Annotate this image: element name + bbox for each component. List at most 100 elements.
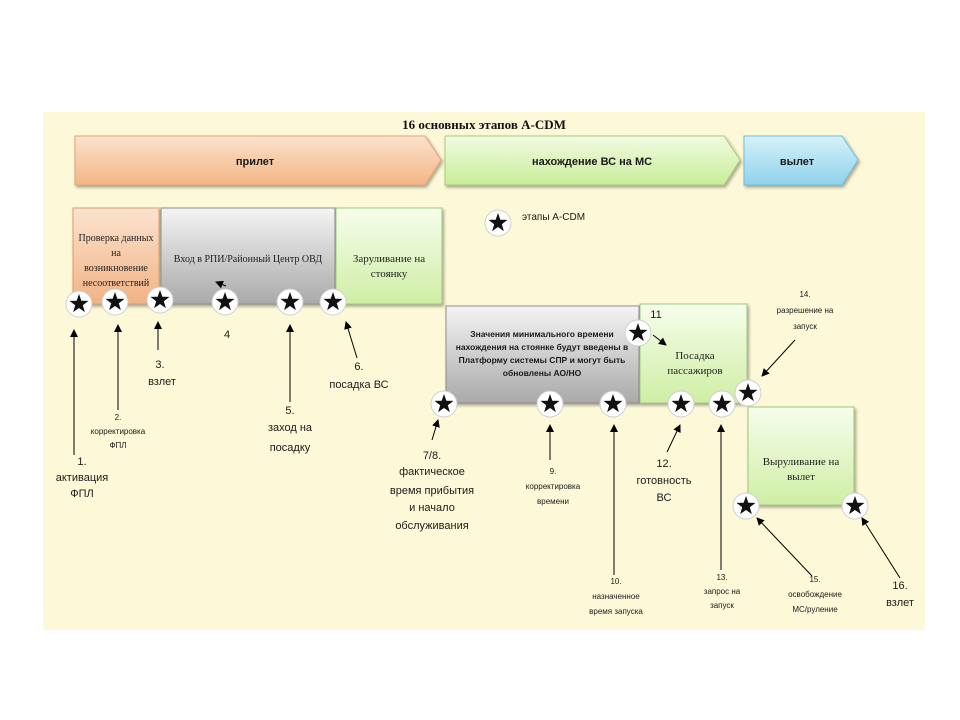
milestone-13-number: 13. xyxy=(716,573,727,582)
milestone-15-line2: МС/руление xyxy=(792,605,838,614)
milestone-14-line1: разрешение на xyxy=(777,306,834,315)
milestone-14-number: 14. xyxy=(799,290,810,299)
milestone-arrows xyxy=(70,280,901,579)
milestone-7-8: 7/8. фактическое время прибытия и начало… xyxy=(390,450,474,532)
milestone-6-number: 6. xyxy=(354,361,363,373)
diagram-title: 16 основных этапов A-CDM xyxy=(402,117,566,132)
milestone-4-number: 4 xyxy=(224,329,230,341)
milestone-7-8-line1: фактическое xyxy=(399,466,465,478)
milestone-15-number: 15. xyxy=(809,575,820,584)
star-icon xyxy=(708,390,736,418)
milestone-6: 6. посадка ВС xyxy=(329,361,388,391)
milestone-7-8-line3: и начало xyxy=(409,502,455,514)
milestone-10-line1: назначенное xyxy=(592,592,640,601)
box-boarding xyxy=(639,303,748,404)
milestone-4: 4 xyxy=(224,329,230,341)
box-min-turnaround-line2: нахождения на стоянке будут введены в xyxy=(456,342,628,352)
star-icon xyxy=(841,492,869,520)
star-icon xyxy=(319,288,347,316)
milestone-14-line2: запуск xyxy=(793,322,817,331)
milestone-7-8-line2: время прибытия xyxy=(390,485,474,497)
star-icon xyxy=(211,288,239,316)
box-data-check xyxy=(72,207,160,305)
milestone-2-line1: корректировка xyxy=(91,427,146,436)
box-taxi-out-line2: вылет xyxy=(787,471,815,483)
box-boarding-line2: пассажиров xyxy=(667,365,722,377)
legend-star-icon xyxy=(484,209,512,237)
milestone-2-number: 2. xyxy=(115,413,122,422)
milestone-13: 13. запрос на запуск xyxy=(704,573,741,610)
star-icon xyxy=(599,390,627,418)
legend-label: этапы A-CDM xyxy=(522,212,585,223)
milestone-6-line1: посадка ВС xyxy=(329,379,388,391)
box-data-check-line1: Проверка данных xyxy=(79,233,154,244)
milestone-1-line2: ФПЛ xyxy=(70,488,94,500)
phase-arrival xyxy=(74,135,442,186)
milestone-12: 12. готовность ВС xyxy=(637,458,692,504)
milestone-15-line1: освобождение xyxy=(788,590,842,599)
milestone-7-8-number: 7/8. xyxy=(423,450,441,462)
milestone-13-line1: запрос на xyxy=(704,587,741,596)
milestone-10-number: 10. xyxy=(610,577,621,586)
milestone-2-line2: ФПЛ xyxy=(109,441,126,450)
milestone-1: 1. активация ФПЛ xyxy=(56,456,109,500)
box-data-check-line3: возникновение xyxy=(84,263,148,274)
milestone-10-line2: время запуска xyxy=(589,607,643,616)
milestone-5: 5. заход на посадку xyxy=(268,405,313,454)
star-icon xyxy=(536,390,564,418)
box-min-turnaround-line4: обновлены АО/НО xyxy=(503,368,582,378)
milestone-9-line1: корректировка xyxy=(526,482,581,491)
milestone-5-number: 5. xyxy=(285,405,294,417)
star-icon xyxy=(276,288,304,316)
milestone-9: 9. корректировка времени xyxy=(526,467,581,506)
milestone-5-line1: заход на xyxy=(268,422,313,434)
milestone-3-line1: взлет xyxy=(148,376,176,388)
milestone-12-line2: ВС xyxy=(657,492,672,504)
milestone-9-line2: времени xyxy=(537,497,569,506)
milestone-14: 14. разрешение на запуск xyxy=(777,290,834,331)
box-taxi-out xyxy=(747,406,855,506)
milestone-11-number: 11 xyxy=(650,309,661,321)
box-data-check-line2: на xyxy=(111,248,121,259)
phase-arrival-label: прилет xyxy=(236,156,275,168)
milestone-1-number: 1. xyxy=(77,456,86,468)
milestone-5-line2: посадку xyxy=(270,442,311,454)
box-fir-entry-label: Вход в РПИ/Районный Центр ОВД xyxy=(174,254,323,265)
phase-departure-label: вылет xyxy=(780,156,815,168)
box-min-turnaround xyxy=(445,305,640,404)
milestone-16-line1: взлет xyxy=(886,597,914,609)
box-taxi-in-line1: Заруливание на xyxy=(353,253,425,265)
milestone-2: 2. корректировка ФПЛ xyxy=(91,413,146,450)
star-icon xyxy=(101,288,129,316)
star-icon xyxy=(146,286,174,314)
milestone-10: 10. назначенное время запуска xyxy=(589,577,643,616)
milestone-15: 15. освобождение МС/руление xyxy=(788,575,842,614)
milestone-11: 11 xyxy=(650,309,661,321)
milestone-16-number: 16. xyxy=(892,580,907,592)
star-icon xyxy=(65,290,93,318)
milestone-12-line1: готовность xyxy=(637,475,692,487)
phase-stand-label: нахождение ВС на МС xyxy=(532,156,652,168)
box-boarding-line1: Посадка xyxy=(675,350,714,362)
box-taxi-in xyxy=(335,207,443,305)
milestone-7-8-line4: обслуживания xyxy=(395,520,468,532)
star-icon xyxy=(430,390,458,418)
milestone-16: 16. взлет xyxy=(886,580,914,609)
star-icon xyxy=(734,379,762,407)
phase-departure xyxy=(743,135,859,186)
box-min-turnaround-line1: Значения минимального времени xyxy=(470,329,613,339)
box-fir-entry xyxy=(160,207,336,305)
milestone-1-line1: активация xyxy=(56,472,109,484)
phase-stand xyxy=(444,135,741,186)
milestone-13-line2: запуск xyxy=(710,601,734,610)
box-data-check-line4: несоответствий xyxy=(83,278,150,289)
box-taxi-in-line2: стоянку xyxy=(371,268,408,280)
star-icon xyxy=(667,390,695,418)
milestone-3-number: 3. xyxy=(155,359,164,371)
milestone-12-number: 12. xyxy=(656,458,671,470)
star-icon xyxy=(624,319,652,347)
box-min-turnaround-line3: Платформу системы СПР и могут быть xyxy=(459,355,626,365)
milestone-3: 3. взлет xyxy=(148,359,176,388)
star-icon xyxy=(732,492,760,520)
